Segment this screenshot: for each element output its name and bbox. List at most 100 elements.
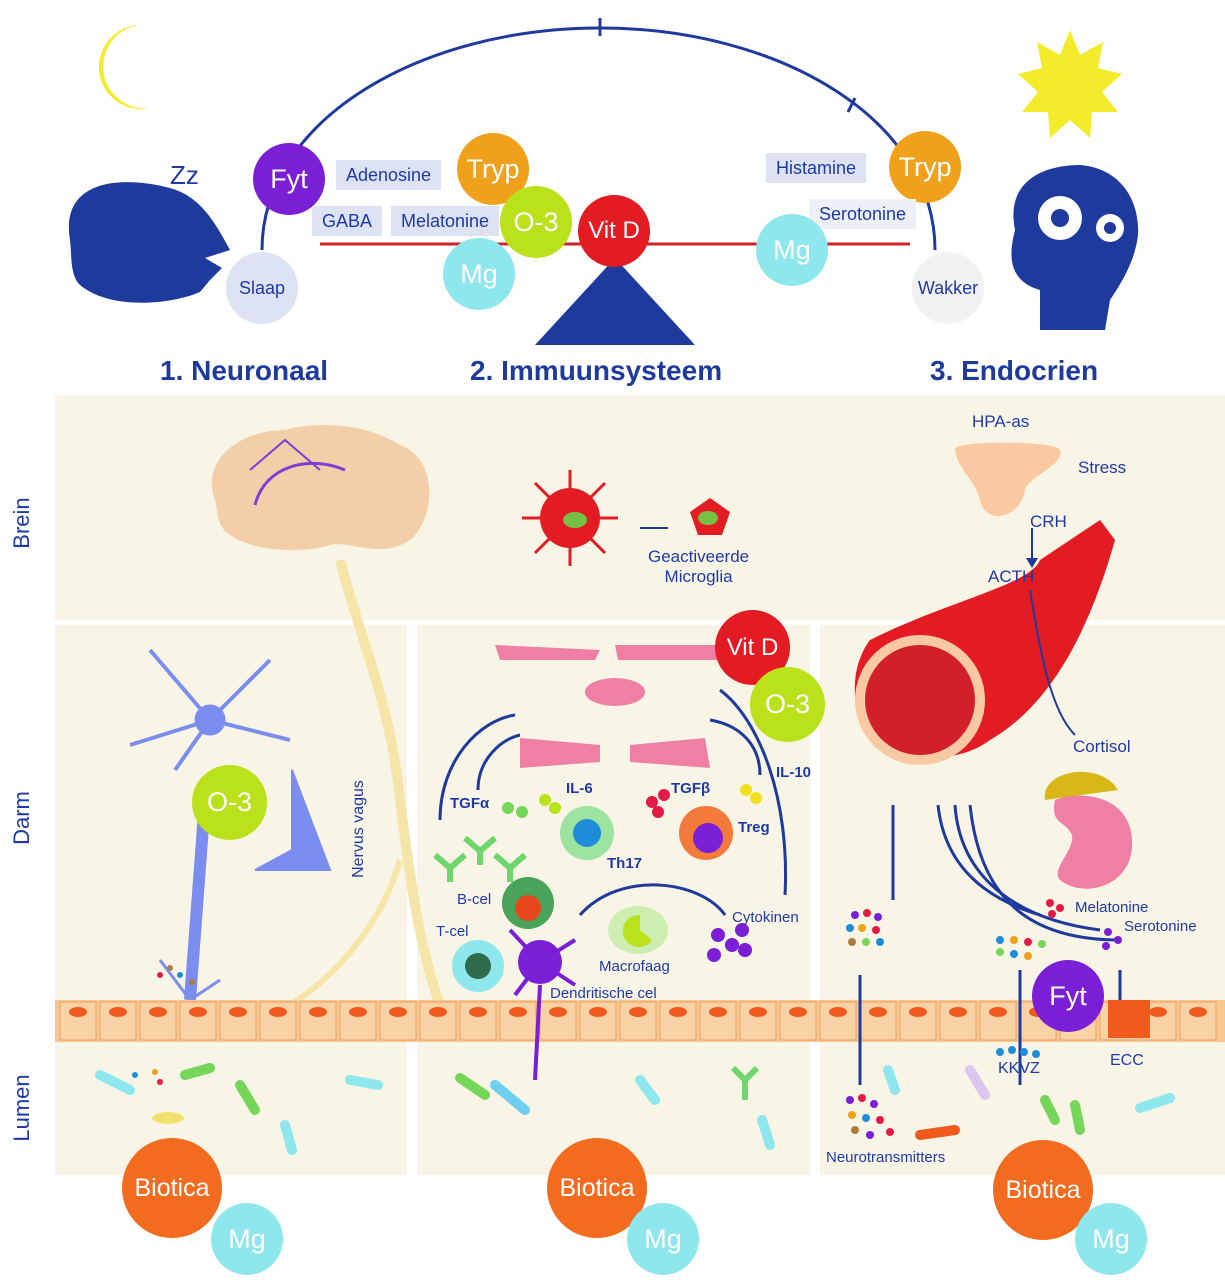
sleeping-head-icon — [68, 182, 231, 303]
hpa-axis-icon — [954, 442, 1061, 517]
gut-panel-left — [55, 625, 407, 1175]
wall-cell-nucleus — [469, 1007, 487, 1017]
wall-cell-nucleus — [269, 1007, 287, 1017]
wall-cell-nucleus — [109, 1007, 127, 1017]
bacteria-icons — [95, 1063, 1175, 1155]
wall-cell-nucleus — [389, 1007, 407, 1017]
brain-icon — [211, 425, 430, 551]
dendritische-cel-label: Dendritische cel — [550, 985, 657, 1002]
wakker-circle: Wakker — [912, 252, 984, 324]
side-label-lumen: Lumen — [9, 1074, 34, 1142]
wall-cell-nucleus — [949, 1007, 967, 1017]
biotica-circle-3: Biotica — [993, 1140, 1093, 1240]
nervus-vagus-path — [335, 558, 445, 1007]
biotica-circle-1: Biotica — [122, 1138, 222, 1238]
melatonine-tag: Melatonine — [391, 206, 500, 236]
neuron-icon — [129, 648, 332, 1002]
o3-circle-top: O-3 — [500, 186, 572, 258]
wall-cell-nucleus — [789, 1007, 807, 1017]
cortisol-label: Cortisol — [1073, 737, 1131, 756]
side-label-darm: Darm — [9, 791, 34, 845]
balance-fulcrum — [535, 258, 695, 345]
treg-label: Treg — [738, 819, 770, 836]
o3-circle-gut: O-3 — [192, 765, 267, 840]
zz-label: Zz — [170, 160, 199, 190]
tgfa-label: TGFα — [450, 795, 490, 812]
wall-cell — [739, 1001, 777, 1041]
biotica-circle-2: Biotica — [547, 1138, 647, 1238]
thinking-head-icon — [1011, 165, 1139, 330]
heading-endocrien: 3. Endocrien — [930, 355, 1099, 386]
intestinal-cells — [59, 1001, 1217, 1041]
ecc-cell — [1108, 1000, 1150, 1038]
wall-cell-nucleus — [509, 1007, 527, 1017]
stress-label: Stress — [1078, 458, 1127, 477]
dendritic-cell-icon — [508, 928, 577, 1081]
sun-icon — [1018, 30, 1122, 138]
neurotransmitter-dots — [132, 899, 1122, 1139]
gaba-tag: GABA — [312, 206, 383, 236]
wall-cell-nucleus — [229, 1007, 247, 1017]
macrofaag-label: Macrofaag — [599, 958, 670, 975]
moon-icon — [98, 25, 150, 109]
fyt-circle-gut: Fyt — [1032, 960, 1104, 1032]
t-cel-label: T-cel — [436, 923, 469, 940]
kkvz-label: KKVZ — [998, 1060, 1040, 1077]
crh-label: CRH — [1030, 512, 1067, 531]
wall-cell-nucleus — [1189, 1007, 1207, 1017]
wall-cell-nucleus — [869, 1007, 887, 1017]
il10-label: IL-10 — [776, 764, 812, 781]
wall-cell-nucleus — [549, 1007, 567, 1017]
nervus-vagus-label: Nervus vagus — [349, 780, 367, 878]
macrophage-icon — [608, 906, 668, 954]
wall-cell-nucleus — [1149, 1007, 1167, 1017]
histamine-tag: Histamine — [766, 153, 867, 183]
cytokinen-label: Cytokinen — [732, 909, 799, 926]
serotonine-label-gut: Serotonine — [1124, 918, 1197, 935]
wall-cell-nucleus — [629, 1007, 647, 1017]
neurotransmitters-label: Neurotransmitters — [826, 1149, 946, 1166]
adenosine-tag: Adenosine — [336, 160, 442, 190]
heading-neuronaal: 1. Neuronaal — [160, 355, 329, 386]
antibody-icons — [433, 835, 760, 1100]
wall-cell-nucleus — [69, 1007, 87, 1017]
ecc-label: ECC — [1110, 1052, 1144, 1069]
acth-label: ACTH — [988, 567, 1035, 586]
melatonine-label-gut: Melatonine — [1075, 899, 1149, 916]
yellow-bacterium — [152, 1112, 184, 1124]
b-cel-label: B-cel — [457, 891, 492, 908]
wall-cell-nucleus — [989, 1007, 1007, 1017]
tryp-circle-left: Tryp — [457, 133, 529, 205]
wall-cell-nucleus — [669, 1007, 687, 1017]
wall-cell — [419, 1001, 457, 1041]
wall-cell-nucleus — [749, 1007, 767, 1017]
wall-cell-nucleus — [909, 1007, 927, 1017]
wall-cell-nucleus — [349, 1007, 367, 1017]
epithelial-cells — [495, 645, 718, 768]
kidney-icon — [1053, 795, 1133, 889]
wall-cell-nucleus — [309, 1007, 327, 1017]
o3-circle-gut-mid: O-3 — [750, 667, 825, 742]
microglia-icon — [522, 470, 730, 566]
heading-immuunsysteem: 2. Immuunsysteem — [470, 355, 723, 386]
mg-circle-top-left: Mg — [443, 238, 515, 310]
cytokine-dots — [502, 784, 762, 962]
wall-cell-nucleus — [829, 1007, 847, 1017]
serotonine-tag: Serotonine — [809, 199, 917, 229]
fyt-circle-top: Fyt — [253, 143, 325, 215]
adrenal-gland-icon — [1044, 771, 1118, 800]
hpa-as-label: HPA-as — [972, 412, 1030, 431]
tgfb-label: TGFβ — [671, 780, 711, 797]
vitd-circle-top: Vit D — [578, 195, 650, 267]
microglia-label: Geactiveerde Microglia — [648, 547, 750, 586]
tryp-circle-right: Tryp — [889, 131, 961, 203]
wall-cell-nucleus — [589, 1007, 607, 1017]
slaap-circle: Slaap — [226, 252, 298, 324]
mg-circle-bottom-1: Mg — [211, 1203, 283, 1275]
mg-circle-bottom-2: Mg — [627, 1203, 699, 1275]
wall-cell — [579, 1001, 617, 1041]
side-label-brein: Brein — [9, 497, 34, 549]
wall-cell-nucleus — [429, 1007, 447, 1017]
il6-label: IL-6 — [566, 780, 593, 797]
